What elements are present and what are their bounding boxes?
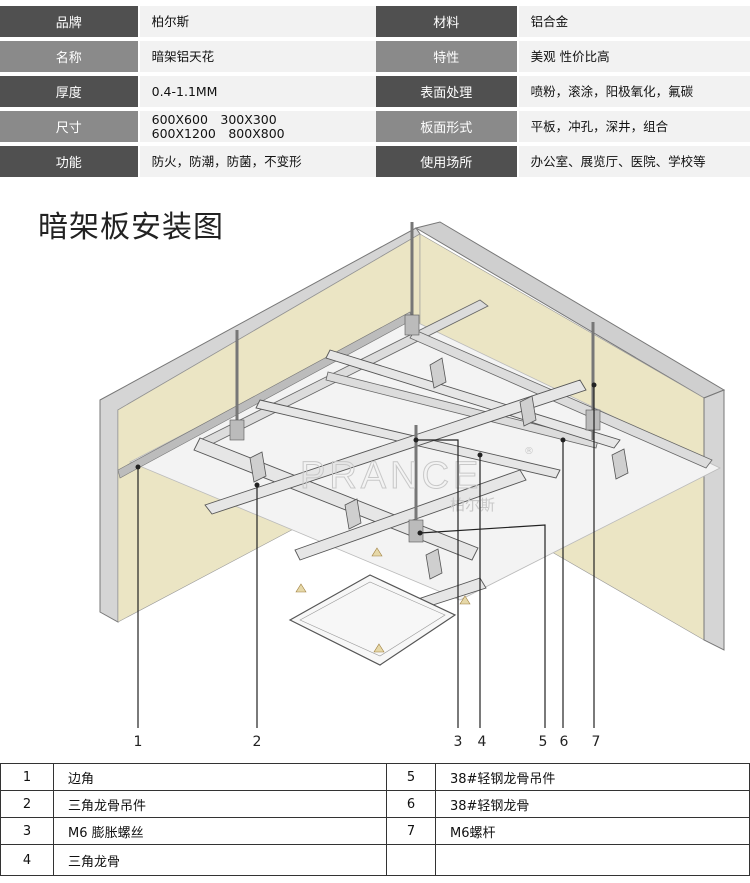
- spec-row: 厚度 0.4-1.1MM 表面处理 喷粉，滚涂，阳极氧化，氟碳: [0, 76, 750, 107]
- legend-text: [435, 844, 750, 876]
- watermark-reg: ®: [524, 446, 534, 457]
- spec-key: 特性: [376, 41, 517, 72]
- rod-clips: [229, 314, 601, 543]
- legend-number: 2: [0, 790, 54, 818]
- legend-text: 三角龙骨吊件: [53, 790, 387, 818]
- legend-text: M6螺杆: [435, 817, 750, 845]
- legend-row: 1 边角 5 38#轻钢龙骨吊件: [0, 763, 750, 791]
- installation-diagram: PRANCE 柏尔斯 ® 1 2 3 4 5 6 7: [99, 221, 726, 750]
- spec-value: 防火，防潮，防菌，不变形: [139, 146, 376, 177]
- spec-row: 品牌 柏尔斯 材料 铝合金: [0, 6, 750, 37]
- up-arrow-icon: [295, 547, 471, 653]
- legend-text: 三角龙骨: [53, 844, 387, 876]
- spec-row: 名称 暗架铝天花 特性 美观 性价比高: [0, 41, 750, 72]
- spec-key: 名称: [0, 41, 138, 72]
- legend-number: 4: [0, 844, 54, 876]
- spec-value: 喷粉，滚涂，阳极氧化，氟碳: [518, 76, 750, 107]
- leader-dots: [135, 382, 597, 536]
- ceiling-panel-inner: [299, 581, 446, 657]
- legend-number: 5: [386, 763, 436, 791]
- spec-key: 品牌: [0, 6, 138, 37]
- callout-label: 3: [454, 734, 463, 750]
- leader-lines: [137, 385, 595, 728]
- spec-value-line: 600X1200 800X800: [151, 125, 285, 141]
- spec-value: 平板，冲孔，深井，组合: [518, 111, 750, 142]
- legend-text: 38#轻钢龙骨吊件: [435, 763, 750, 791]
- spec-key: 功能: [0, 146, 138, 177]
- spec-value: 暗架铝天花: [139, 41, 376, 72]
- legend-number: 3: [0, 817, 54, 845]
- spec-key: 尺寸: [0, 111, 138, 142]
- spec-key: 板面形式: [376, 111, 517, 142]
- watermark-brand: PRANCE: [300, 455, 482, 497]
- watermark-cn: 柏尔斯: [450, 496, 495, 514]
- spec-value: 600X600 300X300 600X1200 800X800: [139, 111, 376, 142]
- spec-key: 使用场所: [376, 146, 517, 177]
- callout-label: 1: [134, 734, 143, 750]
- spec-key: 表面处理: [376, 76, 517, 107]
- legend-text: M6 膨胀螺丝: [53, 817, 387, 845]
- legend-row: 3 M6 膨胀螺丝 7 M6螺杆: [0, 817, 750, 845]
- spec-value-line: 600X600 300X300: [151, 111, 277, 127]
- callout-label: 7: [592, 734, 601, 750]
- legend-text: 边角: [53, 763, 387, 791]
- ceiling-panel: [288, 574, 457, 666]
- legend-number: 1: [0, 763, 54, 791]
- right-wall-edge: [703, 389, 725, 651]
- spec-value: 美观 性价比高: [518, 41, 750, 72]
- callout-label: 5: [539, 734, 548, 750]
- callout-label: 4: [478, 734, 487, 750]
- triangle-keels: [193, 349, 621, 621]
- spec-value: 铝合金: [518, 6, 750, 37]
- spec-row: 尺寸 600X600 300X300 600X1200 800X800 板面形式…: [0, 111, 750, 142]
- spec-key: 厚度: [0, 76, 138, 107]
- legend-row: 4 三角龙骨: [0, 844, 750, 876]
- hanger-brackets: [249, 357, 629, 580]
- legend-number: [386, 844, 436, 876]
- spec-row: 功能 防火，防潮，防菌，不变形 使用场所 办公室、展览厅、医院、学校等: [0, 146, 750, 177]
- spec-value: 办公室、展览厅、医院、学校等: [518, 146, 750, 177]
- callout-label: 6: [560, 734, 569, 750]
- legend-text: 38#轻钢龙骨: [435, 790, 750, 818]
- legend-row: 2 三角龙骨吊件 6 38#轻钢龙骨: [0, 790, 750, 818]
- diagram-title: 暗架板安装图: [38, 210, 224, 245]
- legend-table: 1 边角 5 38#轻钢龙骨吊件 2 三角龙骨吊件 6 38#轻钢龙骨 3 M6…: [0, 763, 750, 876]
- legend-number: 7: [386, 817, 436, 845]
- callout-label: 2: [253, 734, 262, 750]
- legend-number: 6: [386, 790, 436, 818]
- spec-key: 材料: [376, 6, 517, 37]
- spec-value: 0.4-1.1MM: [139, 76, 376, 107]
- spec-value: 柏尔斯: [139, 6, 376, 37]
